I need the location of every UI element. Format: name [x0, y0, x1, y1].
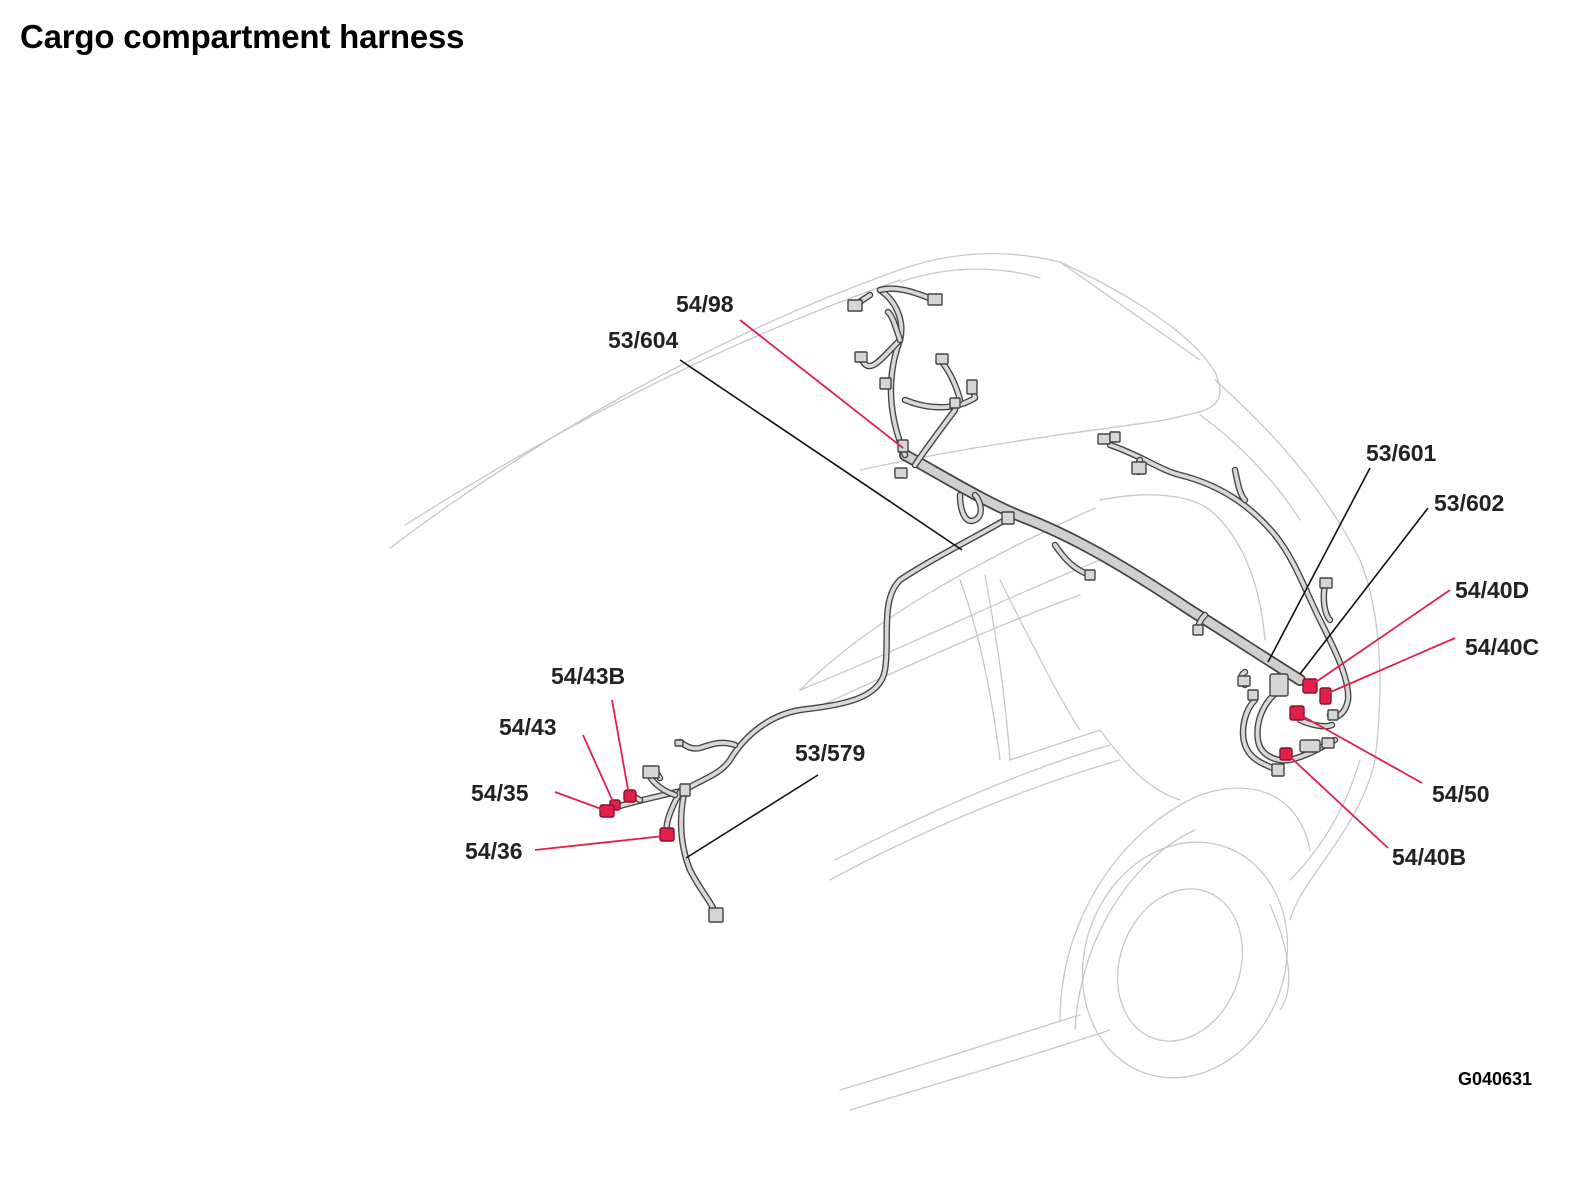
callout-54-36: 54/36 [465, 838, 523, 864]
callout-54-40b: 54/40B [1392, 844, 1467, 870]
figure-id: G040631 [1458, 1069, 1533, 1089]
leader-54-40c [1325, 637, 1456, 695]
leader-53-602 [1299, 507, 1429, 675]
connector [1271, 763, 1285, 777]
connectors [599, 293, 1339, 923]
connector [949, 397, 961, 409]
leader-54-40b [1285, 752, 1389, 849]
leader-54-43 [582, 734, 615, 805]
callout-54-43: 54/43 [499, 714, 557, 740]
leader-54-98 [739, 319, 904, 449]
callout-54-43b: 54/43B [551, 663, 626, 689]
connector [1247, 689, 1259, 701]
page-title: Cargo compartment harness [20, 18, 465, 55]
connector [854, 351, 868, 363]
callout-53-602: 53/602 [1434, 490, 1505, 516]
connector [847, 299, 863, 312]
leader-54-35 [554, 791, 605, 811]
leader-53-579 [685, 774, 819, 859]
connector [1192, 624, 1204, 636]
leader-53-601 [1267, 467, 1371, 663]
callout-54-50: 54/50 [1432, 781, 1490, 807]
car-outline [389, 252, 1381, 1111]
connector [1001, 511, 1015, 525]
connector-54-36 [659, 827, 675, 842]
connector [1299, 739, 1321, 753]
leader-54-50 [1296, 712, 1423, 784]
connector [935, 353, 949, 365]
connector [642, 765, 660, 779]
callout-54-40d: 54/40D [1455, 577, 1530, 603]
connector [897, 439, 909, 453]
connector [1131, 461, 1147, 475]
connector [1084, 569, 1096, 581]
connector [1097, 433, 1111, 445]
connector [966, 379, 978, 395]
connector [679, 783, 691, 797]
leader-53-604 [679, 359, 963, 551]
leader-54-40d [1309, 589, 1451, 687]
callout-54-35: 54/35 [471, 780, 529, 806]
callout-54-98: 54/98 [676, 291, 734, 317]
callout-54-40c: 54/40C [1465, 634, 1540, 660]
connector [1327, 709, 1339, 721]
callout-53-604: 53/604 [608, 327, 679, 353]
connector [1109, 431, 1121, 443]
connector [1237, 675, 1251, 687]
connector-54-40c [1319, 687, 1332, 705]
connector [1319, 577, 1333, 589]
connector [894, 467, 908, 479]
leader-54-43b [611, 699, 630, 796]
callout-53-579: 53/579 [795, 740, 866, 766]
connector [708, 907, 724, 923]
callout-53-601: 53/601 [1366, 440, 1437, 466]
connector [879, 377, 892, 390]
connector [1321, 737, 1335, 749]
connector [1269, 673, 1289, 697]
leader-54-36 [534, 835, 665, 851]
connector [674, 739, 684, 747]
harness-wires [616, 285, 1352, 916]
connector-54-35 [599, 804, 615, 818]
connector-54-43b [623, 789, 637, 803]
leader-lines [534, 319, 1456, 859]
connector [927, 293, 943, 306]
